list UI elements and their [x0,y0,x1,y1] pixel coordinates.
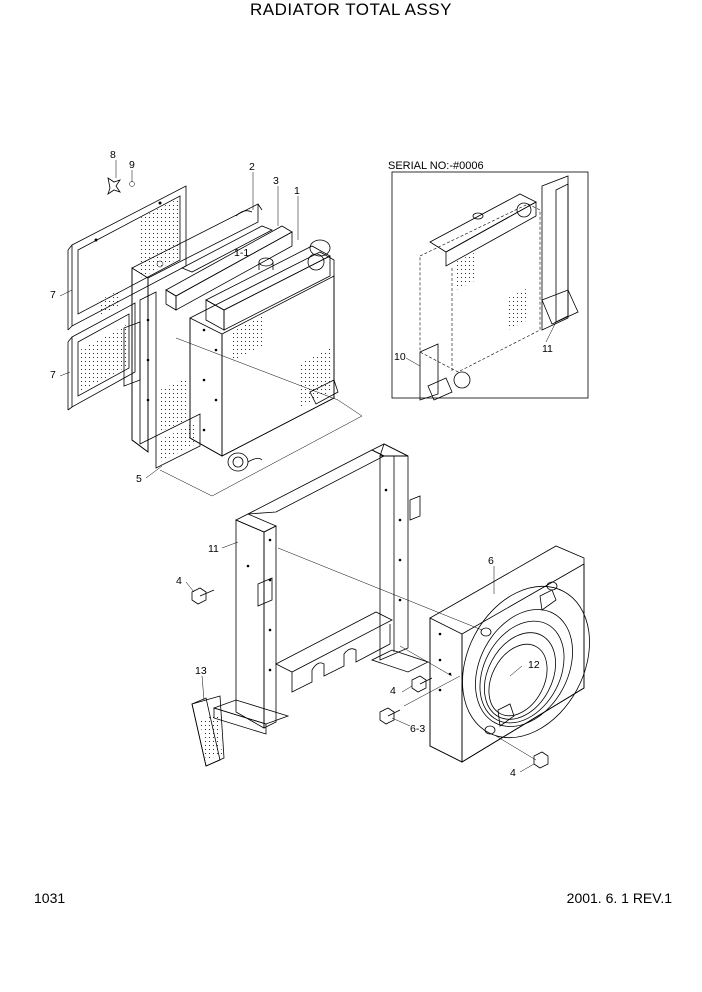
callout-6: 6 [488,555,494,567]
bolt-left [191,587,215,605]
callout-2: 2 [249,161,255,173]
callout-11-inset: 11 [542,343,553,355]
callout-12: 12 [528,659,540,671]
callout-3: 3 [273,175,279,187]
diagram-title: RADIATOR TOTAL ASSY [250,0,452,19]
callout-9: 9 [129,159,135,171]
callout-13: 13 [195,665,207,677]
callout-1-1: 1-1 [234,247,249,259]
fan-shroud-part [429,545,590,763]
callout-4-right: 4 [510,767,516,779]
callout-4-left: 4 [176,575,182,587]
revision-date: 2001. 6. 1 REV.1 [566,890,672,906]
cover-frame-part [131,203,263,453]
callout-8: 8 [110,149,116,161]
page-number: 1031 [34,890,66,906]
support-bracket-part [212,443,430,735]
callout-7-upper: 7 [50,289,56,301]
leader-lines [59,160,557,773]
bolt-6-3 [379,707,401,725]
seal-part [165,225,293,311]
side-cover-part [191,695,225,767]
callout-10: 10 [394,351,406,363]
callout-1: 1 [294,185,300,197]
radiator-core-part [189,239,339,472]
callout-11-main: 11 [208,543,219,555]
callout-4-middle: 4 [390,685,396,697]
serial-number-note: SERIAL NO:-#0006 [388,160,484,172]
bolt-middle [411,675,433,693]
lower-screen-part [67,302,136,411]
callout-6-3: 6-3 [410,723,425,735]
upper-screen-part [67,185,187,331]
bolt-right [533,751,549,769]
side-panel-part [123,291,201,469]
serial-inset-box [391,171,589,401]
callout-7-lower: 7 [50,369,56,381]
callout-5: 5 [136,473,142,485]
